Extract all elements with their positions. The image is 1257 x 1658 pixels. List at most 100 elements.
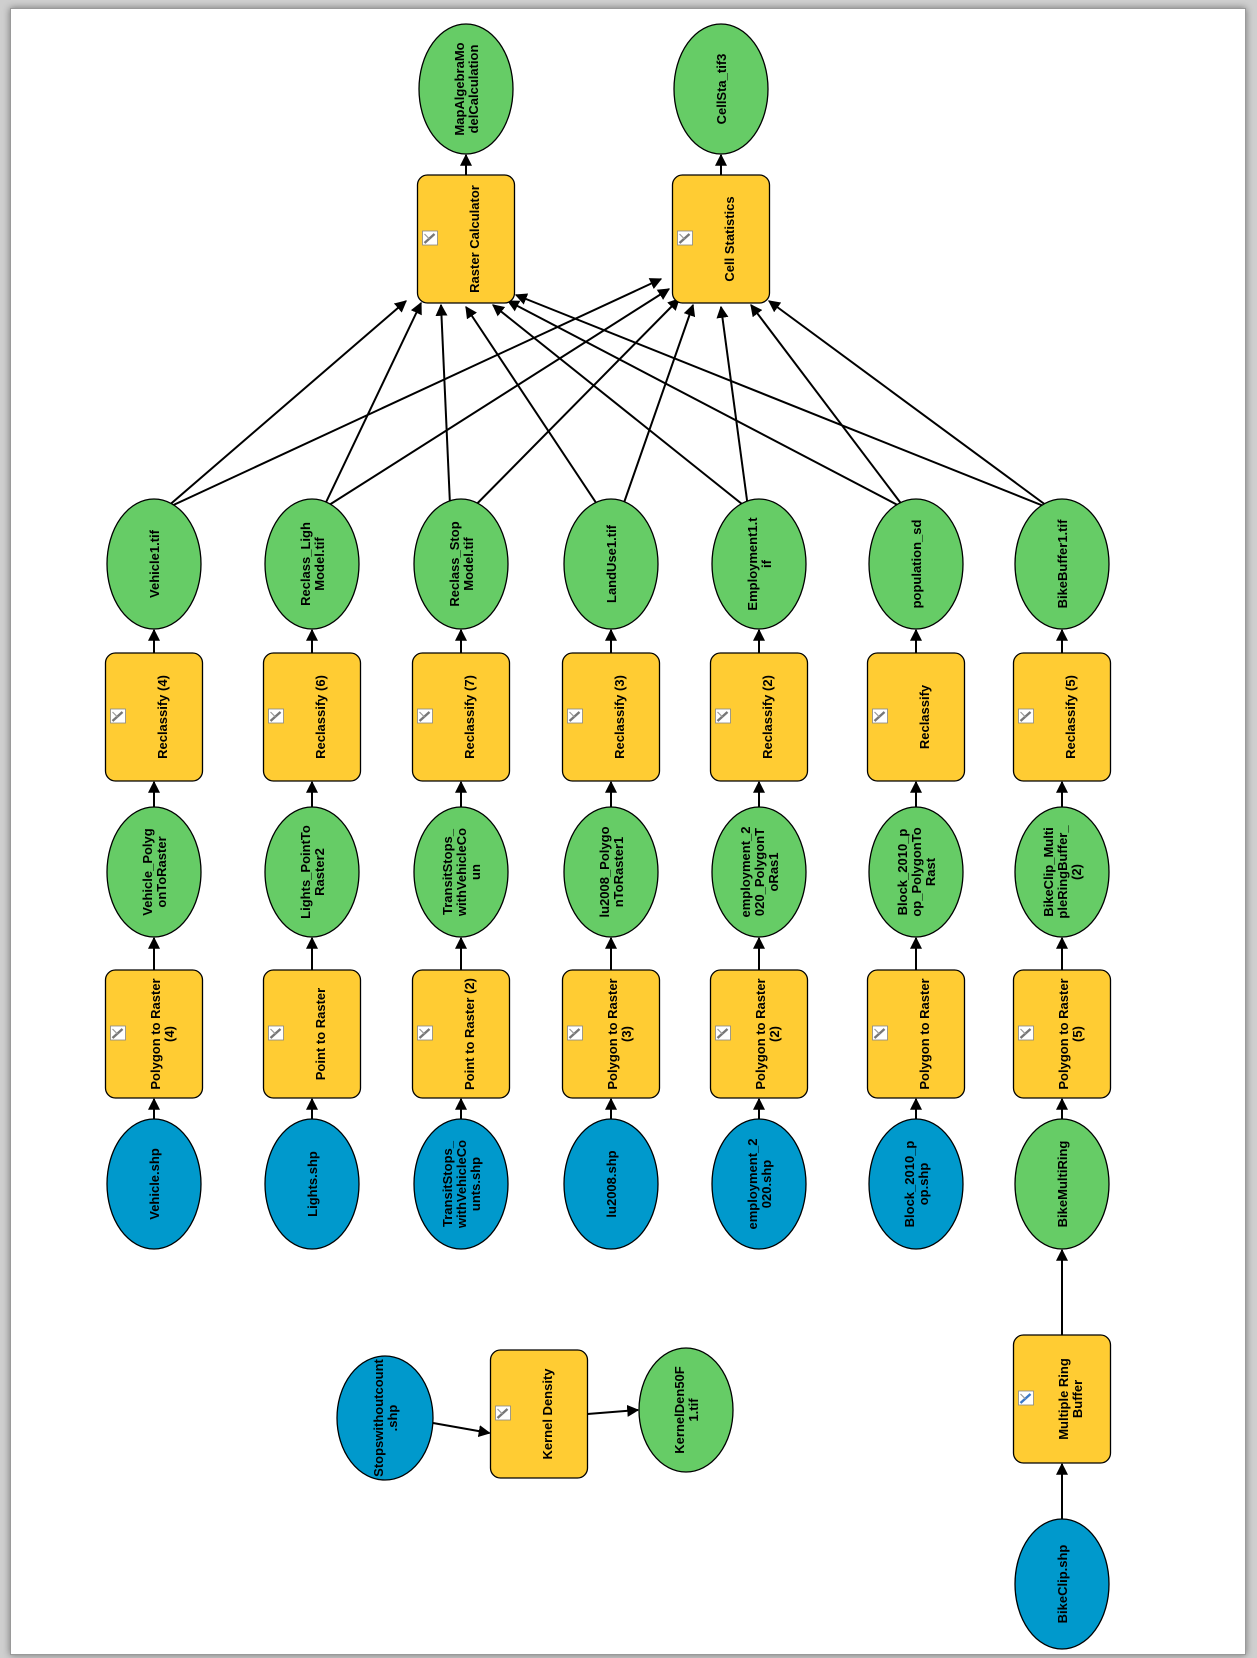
flow-arrow-cell-statistics bbox=[750, 304, 906, 510]
tool-reclassify-2[interactable]: Reclassify (7) bbox=[411, 652, 511, 782]
tool-convert-5[interactable]: Polygon to Raster bbox=[866, 969, 966, 1099]
flow-arrow bbox=[587, 1404, 640, 1417]
input-4[interactable]: employment_2020.shp bbox=[711, 1118, 807, 1250]
input-2[interactable]: TransitStops_withVehicleCounts.shp bbox=[413, 1118, 509, 1250]
input-5-label: Block_2010_pop.shp bbox=[902, 1141, 931, 1228]
tool-convert-2-shape bbox=[411, 969, 511, 1099]
tool-reclassify-1-label: Reclassify (6) bbox=[313, 675, 328, 759]
output-kernel-density-label: KernelDen50F1.tif bbox=[672, 1366, 701, 1453]
tool-convert-5-label: Polygon to Raster bbox=[917, 978, 932, 1089]
intermediate-5-label: Block_2010_pop_PolygonToRast bbox=[895, 827, 938, 916]
intermediate-5[interactable]: Block_2010_pop_PolygonToRast bbox=[868, 806, 964, 938]
result-3-label: LandUse1.tif bbox=[604, 524, 619, 603]
result-5-label: population_sd bbox=[909, 520, 924, 609]
tool-convert-2-label: Point to Raster (2) bbox=[462, 978, 477, 1090]
output-raster-calculator-label: MapAlgebraModelCalculation bbox=[452, 42, 481, 135]
tool-icon bbox=[1018, 708, 1034, 724]
result-3[interactable]: LandUse1.tif bbox=[563, 498, 659, 630]
result-5-shape bbox=[868, 498, 964, 630]
tool-multiple-ring-buffer[interactable]: Multiple RingBuffer bbox=[1012, 1334, 1112, 1464]
input-stopswithoutcount[interactable]: Stopswithoutcount.shp bbox=[336, 1355, 434, 1481]
tool-convert-4-label: Polygon to Raster(2) bbox=[753, 978, 782, 1089]
flow-arrow bbox=[432, 1422, 491, 1438]
flow-arrow-raster-calculator bbox=[164, 300, 407, 510]
tool-convert-6-label: Polygon to Raster(5) bbox=[1056, 978, 1085, 1089]
intermediate-4-label: employment_2020_PolygonToRas1 bbox=[738, 826, 781, 917]
intermediate-0[interactable]: Vehicle_PolygonToRaster bbox=[106, 806, 202, 938]
input-stopswithoutcount-label: Stopswithoutcount.shp bbox=[371, 1358, 400, 1476]
tool-reclassify-1[interactable]: Reclassify (6) bbox=[262, 652, 362, 782]
tool-icon bbox=[268, 708, 284, 724]
input-0-shape bbox=[106, 1118, 202, 1250]
tool-reclassify-4[interactable]: Reclassify (2) bbox=[709, 652, 809, 782]
tool-reclassify-5[interactable]: Reclassify bbox=[866, 652, 966, 782]
result-4-shape bbox=[711, 498, 807, 630]
result-1-shape bbox=[264, 498, 360, 630]
tool-cell-statistics[interactable]: Cell Statistics bbox=[671, 174, 771, 304]
tool-icon bbox=[677, 230, 693, 246]
input-3-label: lu2008.shp bbox=[604, 1150, 619, 1217]
tool-kernel-density[interactable]: Kernel Density bbox=[489, 1349, 589, 1479]
output-cell-statistics[interactable]: CellSta_tif3 bbox=[673, 23, 769, 155]
input-2-label: TransitStops_withVehicleCounts.shp bbox=[440, 1140, 483, 1229]
result-4[interactable]: Employment1.tif bbox=[711, 498, 807, 630]
tool-multiple-ring-buffer-label: Multiple RingBuffer bbox=[1056, 1358, 1085, 1440]
tool-convert-6-shape bbox=[1012, 969, 1112, 1099]
flow-arrow-raster-calculator bbox=[514, 293, 1052, 510]
flow-arrow-cell-statistics bbox=[620, 303, 696, 510]
tool-kernel-density-label: Kernel Density bbox=[540, 1368, 555, 1460]
output-kernel-density[interactable]: KernelDen50F1.tif bbox=[638, 1347, 734, 1473]
input-bikeclip-shape bbox=[1014, 1518, 1110, 1650]
tool-icon bbox=[268, 1025, 284, 1041]
input-bikeclip[interactable]: BikeClip.shp bbox=[1014, 1518, 1110, 1650]
result-1-label: Reclass_LighModel.tif bbox=[298, 522, 327, 606]
tool-kernel-density-shape bbox=[489, 1349, 589, 1479]
tool-convert-2[interactable]: Point to Raster (2) bbox=[411, 969, 511, 1099]
intermediate-0-shape bbox=[106, 806, 202, 938]
intermediate-1-label: Lights_PointToRaster2 bbox=[298, 825, 327, 919]
tool-reclassify-6[interactable]: Reclassify (5) bbox=[1012, 652, 1112, 782]
tool-convert-0[interactable]: Polygon to Raster(4) bbox=[104, 969, 204, 1099]
tool-convert-0-label: Polygon to Raster(4) bbox=[148, 978, 177, 1089]
intermediate-2[interactable]: TransitStops_withVehicleCoun bbox=[413, 806, 509, 938]
flow-arrow-raster-calculator bbox=[435, 303, 452, 510]
tool-icon bbox=[417, 1025, 433, 1041]
intermediate-2-shape bbox=[413, 806, 509, 938]
tool-reclassify-4-shape bbox=[709, 652, 809, 782]
tool-cell-statistics-label: Cell Statistics bbox=[722, 196, 737, 281]
result-0[interactable]: Vehicle1.tif bbox=[106, 498, 202, 630]
input-1[interactable]: Lights.shp bbox=[264, 1118, 360, 1250]
intermediate-1[interactable]: Lights_PointToRaster2 bbox=[264, 806, 360, 938]
flow-arrow-raster-calculator bbox=[506, 300, 906, 510]
tool-convert-6[interactable]: Polygon to Raster(5) bbox=[1012, 969, 1112, 1099]
output-bikemultiring-shape bbox=[1014, 1118, 1110, 1250]
intermediate-4[interactable]: employment_2020_PolygonToRas1 bbox=[711, 806, 807, 938]
output-raster-calculator[interactable]: MapAlgebraModelCalculation bbox=[418, 23, 514, 155]
tool-reclassify-1-shape bbox=[262, 652, 362, 782]
tool-raster-calculator[interactable]: Raster Calculator bbox=[416, 174, 516, 304]
tool-convert-4-shape bbox=[709, 969, 809, 1099]
tool-reclassify-0[interactable]: Reclassify (4) bbox=[104, 652, 204, 782]
tool-icon bbox=[495, 1405, 511, 1421]
intermediate-6[interactable]: BikeClip_MultipleRingBuffer_(2) bbox=[1014, 806, 1110, 938]
flow-arrow-cell-statistics bbox=[471, 298, 680, 510]
input-0[interactable]: Vehicle.shp bbox=[106, 1118, 202, 1250]
input-3[interactable]: lu2008.shp bbox=[563, 1118, 659, 1250]
output-raster-calculator-shape bbox=[418, 23, 514, 155]
tool-convert-4[interactable]: Polygon to Raster(2) bbox=[709, 969, 809, 1099]
result-6[interactable]: BikeBuffer1.tif bbox=[1014, 498, 1110, 630]
result-1[interactable]: Reclass_LighModel.tif bbox=[264, 498, 360, 630]
intermediate-3[interactable]: lu2008_PolygonToRaster1 bbox=[563, 806, 659, 938]
flow-arrow-cell-statistics bbox=[768, 300, 1052, 510]
tool-convert-3[interactable]: Polygon to Raster(3) bbox=[561, 969, 661, 1099]
output-cell-statistics-label: CellSta_tif3 bbox=[714, 54, 729, 125]
input-5[interactable]: Block_2010_pop.shp bbox=[868, 1118, 964, 1250]
output-bikemultiring[interactable]: BikeMultiRing bbox=[1014, 1118, 1110, 1250]
tool-convert-1[interactable]: Point to Raster bbox=[262, 969, 362, 1099]
tool-icon bbox=[872, 1025, 888, 1041]
tool-reclassify-3[interactable]: Reclassify (3) bbox=[561, 652, 661, 782]
result-5[interactable]: population_sd bbox=[868, 498, 964, 630]
tool-convert-1-shape bbox=[262, 969, 362, 1099]
intermediate-3-label: lu2008_PolygonToRaster1 bbox=[597, 826, 626, 917]
result-2[interactable]: Reclass_StopModel.tif bbox=[413, 498, 509, 630]
